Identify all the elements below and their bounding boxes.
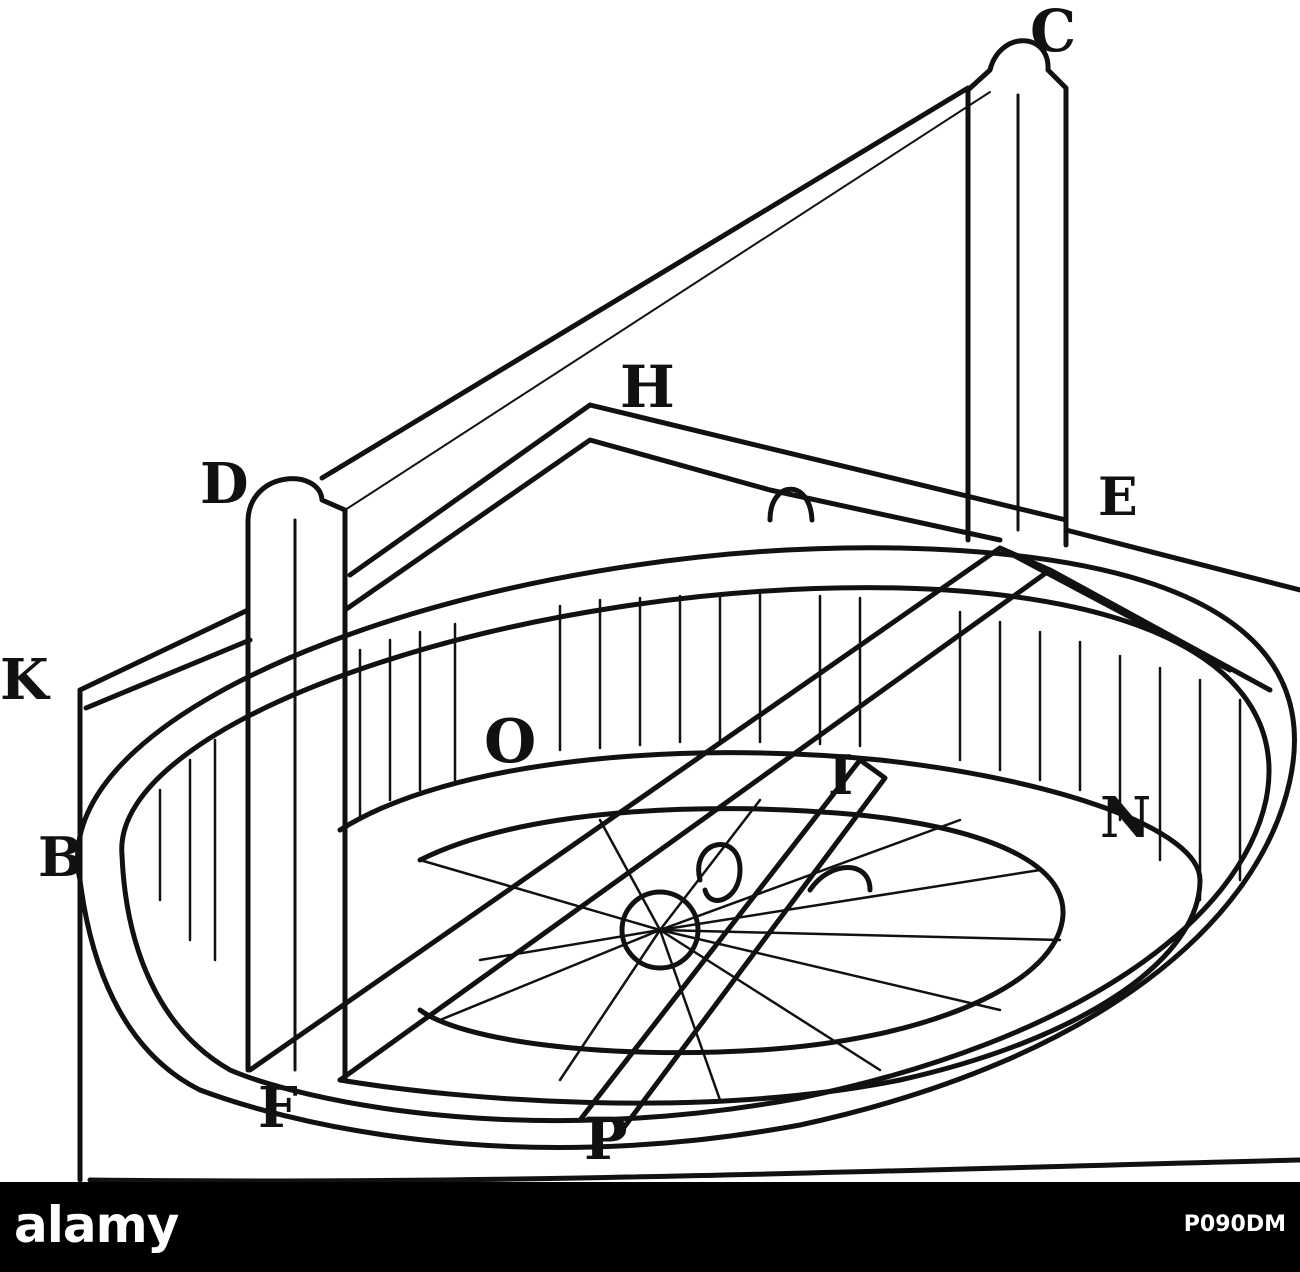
case-top-left-inner <box>83 637 253 711</box>
label-D: D <box>200 451 249 517</box>
compass-inner-ring <box>417 806 1066 1056</box>
wall-hatching <box>158 592 1242 962</box>
label-K: K <box>0 647 49 713</box>
post-D <box>245 476 348 1083</box>
dial-illustration: C H D E K O I N B F P <box>0 0 1300 1182</box>
stock-image-id: P090DM <box>1183 1212 1286 1237</box>
label-E: E <box>1098 467 1138 528</box>
small-sight <box>767 486 815 523</box>
compass-fleur <box>696 842 743 903</box>
base-edge <box>87 1157 1300 1182</box>
case-top-left <box>77 607 251 693</box>
bar-H <box>347 402 1069 578</box>
compass-card <box>337 750 1203 1106</box>
watermark-footer: alamy P090DM <box>0 1182 1300 1272</box>
post-C <box>965 38 1069 548</box>
label-C: C <box>1030 0 1077 65</box>
dial-drawing <box>75 38 1300 1182</box>
label-B: B <box>38 825 84 889</box>
label-F: F <box>258 1075 298 1141</box>
label-I: I <box>828 743 854 807</box>
inner-rim <box>119 585 1272 1124</box>
needle-IP <box>577 757 888 1133</box>
label-N: N <box>1100 785 1152 851</box>
label-O: O <box>484 707 537 777</box>
outer-rim <box>75 545 1297 1150</box>
label-H: H <box>620 353 675 421</box>
compass-center-boss <box>619 889 701 971</box>
sight-string-DC <box>319 85 971 481</box>
alamy-logo: alamy <box>14 1196 179 1254</box>
label-P: P <box>584 1105 628 1173</box>
compass-fleur-2 <box>807 865 873 893</box>
case-top-right <box>1063 527 1300 593</box>
